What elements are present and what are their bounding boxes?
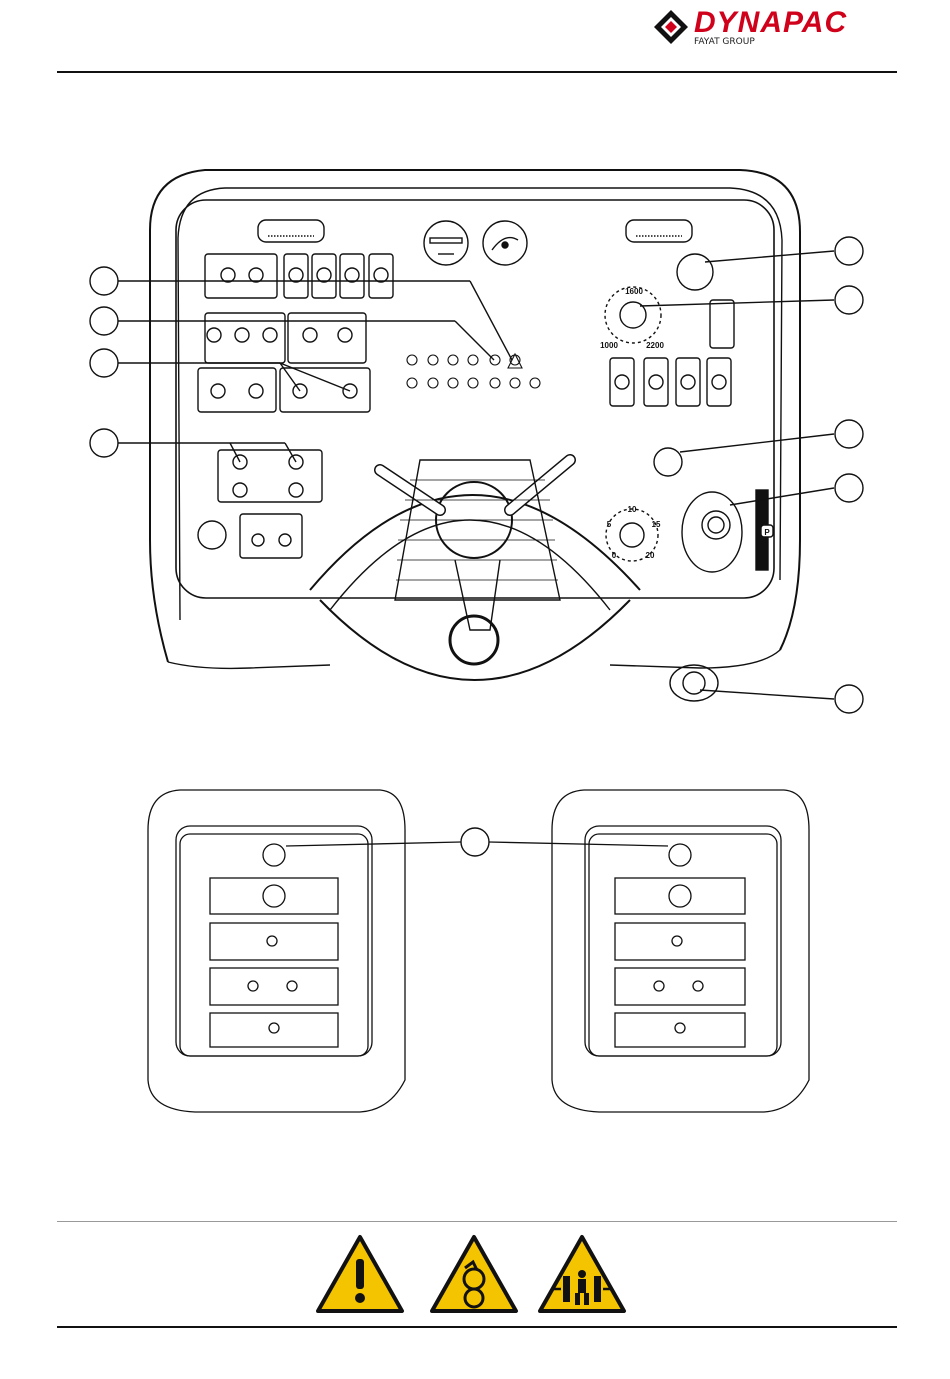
rpm-2200-label: 2200 [646, 341, 664, 350]
crush-hazard-warning-icon [537, 1234, 627, 1314]
rpm-1600-label: 1600 [625, 287, 643, 296]
left-side-console [148, 790, 405, 1112]
footer-bottom-rule [57, 1326, 897, 1328]
dial-20-label: 20 [646, 551, 655, 560]
park-label: P [764, 528, 770, 537]
right-side-console [552, 790, 809, 1112]
rpm-1000-label: 1000 [600, 341, 618, 350]
dial-10-label: 10 [628, 505, 637, 514]
dial-5-label: 5 [607, 520, 612, 529]
general-warning-icon [315, 1234, 405, 1314]
dial-15-label: 15 [652, 520, 661, 529]
rotating-parts-warning-icon [429, 1234, 519, 1314]
footer-top-rule [57, 1221, 897, 1222]
dial-0-label: 0 [612, 551, 617, 560]
